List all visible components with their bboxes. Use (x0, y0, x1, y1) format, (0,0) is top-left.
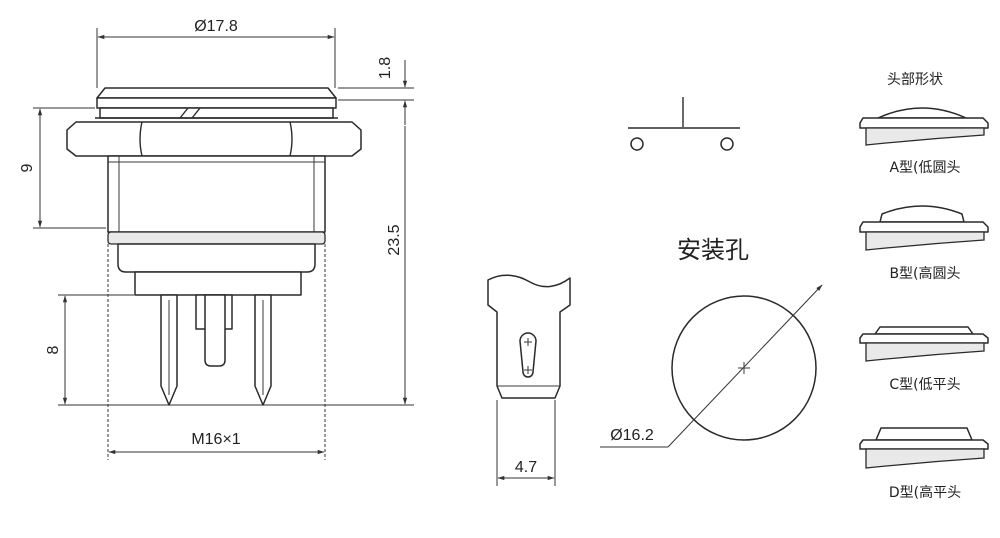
head-d-body (865, 448, 985, 469)
total-height-label: 23.5 (386, 224, 403, 255)
head-shape-c: C型(低平头 (859, 326, 989, 393)
switch-side-view (66, 87, 362, 406)
head-shapes-title: 头部形状 (887, 72, 943, 88)
head-a-flange (859, 117, 989, 129)
mounting-hole-diameter-line (667, 284, 823, 448)
cap-height-label: 1.8 (377, 57, 394, 79)
head-d-flat-top (875, 427, 973, 441)
base (134, 271, 302, 296)
nut-height-label: 9 (19, 163, 36, 172)
head-c-flange (859, 333, 989, 344)
head-a-body (865, 127, 985, 146)
mounting-hole-diameter-label: Ø16.2 (610, 427, 654, 444)
head-d-flange (859, 439, 989, 450)
body-lower-ring (107, 231, 326, 245)
head-a-label: A型(低圆头 (889, 160, 960, 176)
head-shape-b: B型(高圆头 (859, 205, 989, 282)
head-b-dome (879, 205, 965, 223)
mounting-hole-center-mark (738, 362, 750, 374)
ring-slot (179, 107, 201, 119)
terminal-center (204, 294, 226, 367)
cap-top (96, 87, 337, 99)
threaded-body (107, 155, 326, 233)
housing (117, 243, 316, 273)
head-a-dome (877, 107, 967, 119)
terminal-width-label: 4.7 (515, 459, 537, 476)
mounting-hole-title: 安装孔 (677, 236, 749, 264)
terminal-keyhole (519, 332, 537, 378)
head-c-flat-top (874, 326, 974, 335)
thread-label: M16×1 (191, 431, 240, 448)
top-diameter-label: Ø17.8 (194, 18, 238, 35)
cap-ring (99, 107, 334, 119)
switch-terminal-right (720, 137, 734, 151)
head-d-label: D型(高平头 (889, 484, 961, 501)
head-c-label: C型(低平头 (889, 377, 960, 393)
cap-rim (96, 97, 337, 109)
head-b-body (865, 231, 985, 251)
head-shape-a: A型(低圆头 (859, 107, 989, 176)
head-c-body (865, 342, 985, 362)
mounting-hole: 安装孔 Ø16.2 (600, 236, 823, 448)
dimensions-main: Ø17.8 1.8 23.5 9 8 M16×1 (19, 18, 414, 460)
head-b-label: B型(高圆头 (889, 265, 960, 282)
pin-length-label: 8 (45, 345, 62, 354)
hex-nut-face-left (139, 121, 143, 157)
head-shapes: 头部形状 A型(低圆头 B型(高圆头 C型(低平头 D型(高平头 (859, 72, 989, 501)
terminal-detail: 4.7 (487, 274, 571, 486)
keyhole-mark-top (524, 338, 532, 346)
hex-nut (66, 121, 362, 157)
hex-nut-face-right (289, 121, 293, 157)
keyhole-mark-bottom (524, 366, 532, 374)
head-b-flange (859, 221, 989, 233)
switch-terminal-left (630, 137, 644, 151)
switch-symbol (628, 97, 740, 151)
head-shape-d: D型(高平头 (859, 427, 989, 501)
